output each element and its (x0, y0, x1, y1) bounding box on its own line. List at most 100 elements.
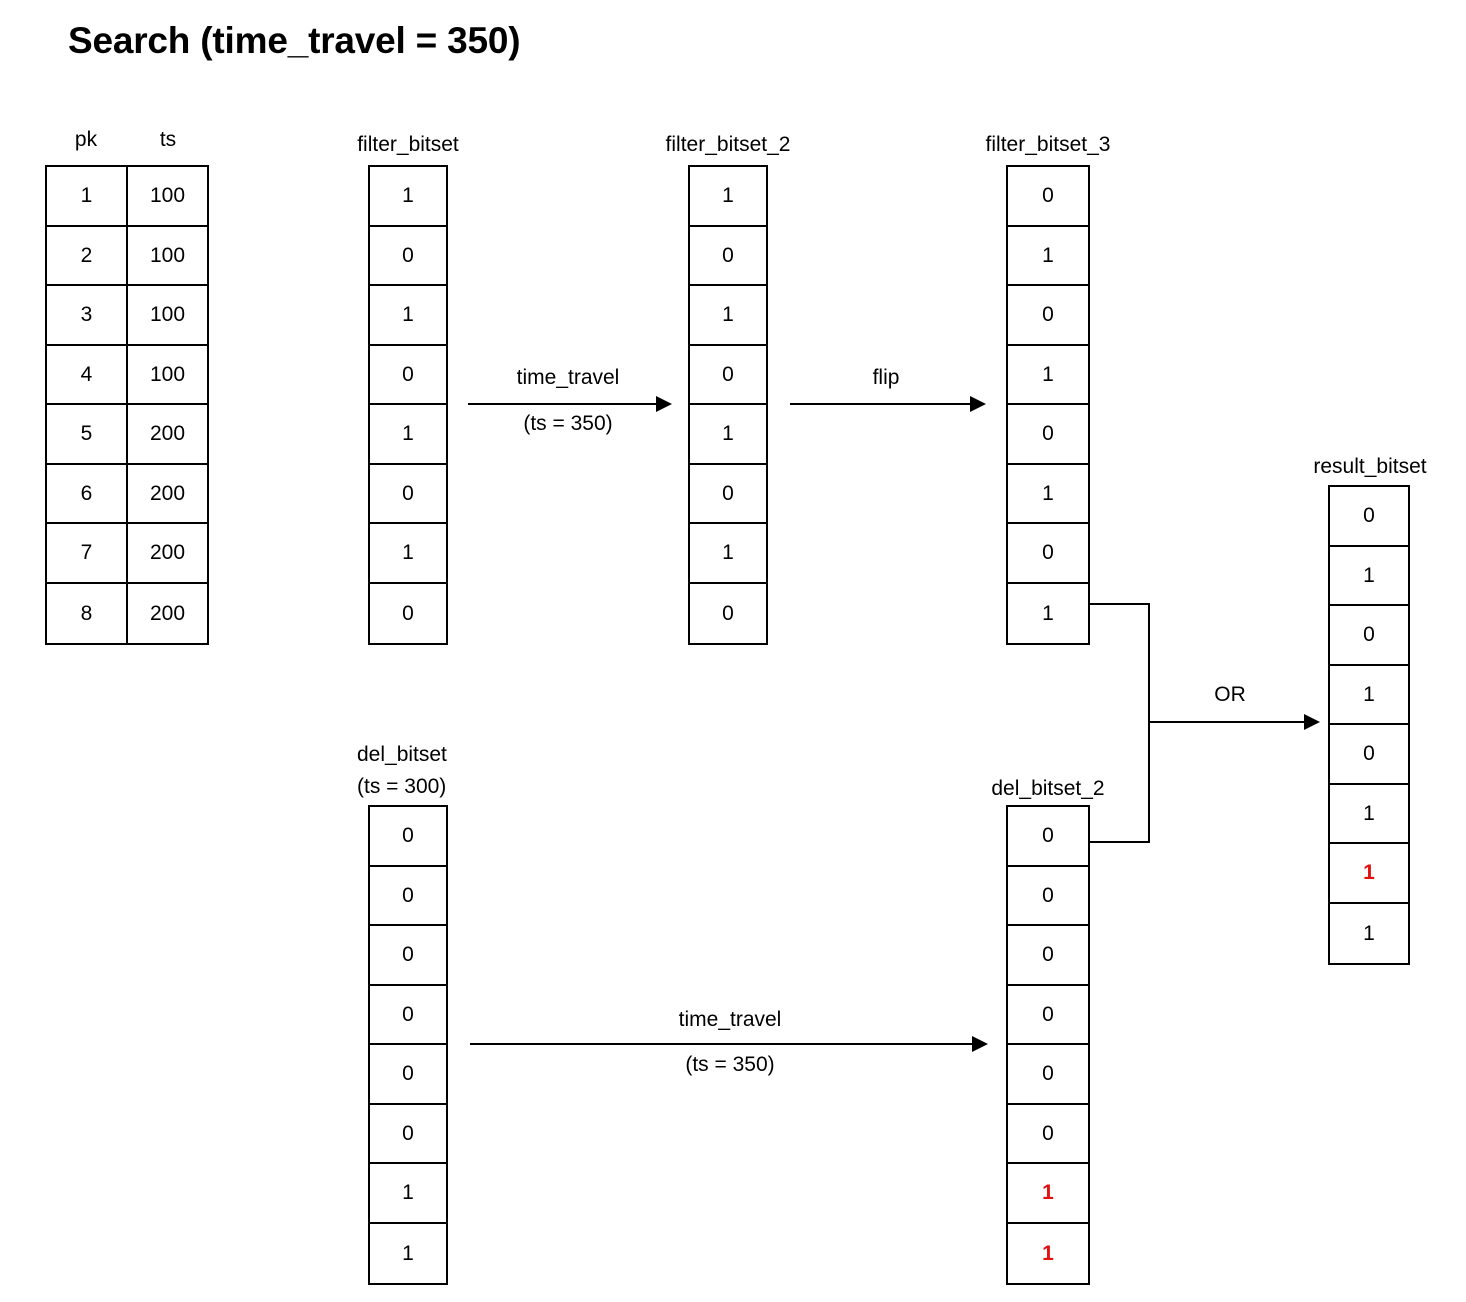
bitset-cell: 1 (1008, 346, 1088, 405)
bitset-cell: 0 (1008, 1105, 1088, 1164)
arrow-label-filter-time-travel-line1: time_travel (516, 366, 620, 389)
bitset-cell: 1 (690, 405, 766, 465)
filter-bitset-label: filter_bitset (357, 133, 459, 156)
table-cell-pk: 5 (47, 405, 126, 465)
bitset-cell: 1 (1008, 465, 1088, 524)
bitset-cell: 1 (370, 167, 446, 227)
bitset-cell: 1 (690, 524, 766, 584)
bitset-cell: 0 (690, 346, 766, 405)
arrow-label-filter-time-travel-line2: (ts = 350) (523, 412, 613, 435)
table-cell-pk: 6 (47, 465, 126, 524)
bitset-cell: 1 (1042, 601, 1054, 625)
bitset-cell: 0 (1008, 1045, 1088, 1105)
arrowhead-or (1304, 714, 1320, 730)
bitset-cell: 0 (1008, 167, 1088, 227)
bitset-cell: 0 (370, 926, 446, 986)
table-header-ts: ts (159, 128, 177, 151)
arrowhead-del-time-travel (972, 1036, 988, 1052)
table-cell-pk: 4 (47, 346, 126, 405)
arrow-label-flip: flip (872, 366, 900, 389)
bitset-cell: 1 (1008, 1164, 1088, 1224)
filter-bitset-2-label: filter_bitset_2 (665, 133, 791, 156)
bitset-cell: 1 (1330, 785, 1408, 844)
bitset-cell: 0 (370, 807, 446, 867)
bitset-cell: 1 (690, 286, 766, 346)
bitset-cell: 1 (1330, 666, 1408, 725)
table-cell-ts: 200 (149, 601, 186, 625)
bitset-cell: 0 (370, 867, 446, 926)
bitset-cell: 1 (370, 405, 446, 465)
arrow-label-del-time-travel-line2: (ts = 350) (685, 1053, 775, 1076)
bitset-cell: 0 (370, 227, 446, 286)
bitset-cell: 0 (1330, 606, 1408, 666)
bitset-cell: 0 (1008, 807, 1088, 867)
connector-del-bitset-2-to-or (1088, 841, 1150, 843)
table-cell-ts: 200 (128, 405, 207, 465)
bitset-cell: 1 (690, 167, 766, 227)
bitset-cell: 1 (1008, 227, 1088, 286)
bitset-cell: 0 (1008, 524, 1088, 584)
arrow-line-flip (790, 403, 972, 405)
bitset-cell: 0 (1008, 405, 1088, 465)
bitset-cell: 1 (370, 524, 446, 584)
bitset-cell: 0 (690, 227, 766, 286)
bitset-cell: 0 (722, 601, 734, 625)
bitset-cell: 0 (402, 601, 414, 625)
del-bitset-sublabel: (ts = 300) (357, 775, 447, 798)
table-cell-pk: 1 (47, 167, 126, 227)
connector-or-junction (1148, 603, 1150, 843)
connector-filter-bitset-3-to-or (1088, 603, 1150, 605)
page-title: Search (time_travel = 350) (68, 20, 521, 61)
arrowhead-filter-time-travel (656, 396, 672, 412)
arrow-line-del-time-travel (470, 1043, 974, 1045)
bitset-cell: 0 (1008, 986, 1088, 1045)
bitset-cell: 0 (1008, 286, 1088, 346)
bitset-cell: 1 (370, 286, 446, 346)
bitset-cell: 1 (1042, 1241, 1054, 1265)
table-cell-ts: 100 (128, 286, 207, 346)
table-cell-ts: 200 (128, 524, 207, 584)
bitset-cell: 1 (1330, 844, 1408, 904)
del-bitset-2-label: del_bitset_2 (991, 777, 1105, 800)
table-cell-pk: 3 (47, 286, 126, 346)
del-bitset-label: del_bitset (357, 743, 447, 766)
arrow-label-or: OR (1214, 683, 1246, 706)
table-header-pk: pk (74, 128, 98, 151)
bitset-cell: 0 (370, 465, 446, 524)
arrow-line-filter-time-travel (468, 403, 658, 405)
bitset-cell: 0 (370, 1045, 446, 1105)
bitset-cell: 0 (1330, 725, 1408, 785)
bitset-cell: 0 (1008, 867, 1088, 926)
bitset-cell: 0 (690, 465, 766, 524)
arrow-line-or (1148, 721, 1306, 723)
bitset-cell: 1 (1330, 547, 1408, 606)
table-cell-ts: 200 (128, 465, 207, 524)
result-bitset-label: result_bitset (1313, 455, 1427, 478)
arrowhead-flip (970, 396, 986, 412)
bitset-cell: 0 (370, 346, 446, 405)
table-cell-pk: 2 (47, 227, 126, 286)
table-cell-ts: 100 (128, 167, 207, 227)
bitset-cell: 0 (1008, 926, 1088, 986)
arrow-label-del-time-travel-line1: time_travel (678, 1008, 782, 1031)
table-cell-ts: 100 (128, 227, 207, 286)
table-cell-pk: 7 (47, 524, 126, 584)
bitset-cell: 0 (370, 986, 446, 1045)
table-cell-ts: 100 (128, 346, 207, 405)
filter-bitset-3-label: filter_bitset_3 (985, 133, 1111, 156)
bitset-cell: 0 (370, 1105, 446, 1164)
bitset-cell: 0 (1330, 487, 1408, 547)
table-cell-pk: 8 (80, 601, 93, 625)
bitset-cell: 1 (402, 1241, 414, 1265)
bitset-cell: 1 (370, 1164, 446, 1224)
